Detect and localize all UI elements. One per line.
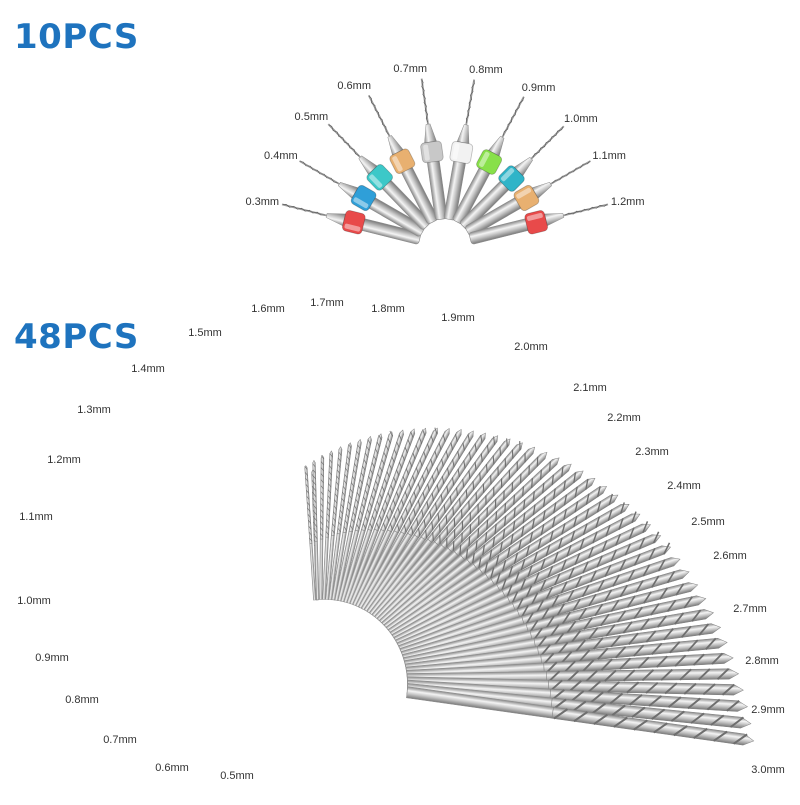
bottom-bit-size-label: 2.6mm <box>713 550 747 562</box>
bottom-drill-bit <box>322 450 334 600</box>
bottom-bit-size-label: 1.2mm <box>47 454 81 466</box>
bottom-bit-size-label: 1.0mm <box>17 595 51 607</box>
top-bit-size-label: 1.1mm <box>592 150 626 162</box>
bottom-drill-bit <box>378 457 560 626</box>
top-bit-size-label: 0.8mm <box>469 63 503 76</box>
top-bit-size-label: 0.5mm <box>294 110 329 123</box>
bottom-count-title: 48PCS <box>14 317 139 357</box>
bottom-bit-size-label: 2.2mm <box>607 412 641 424</box>
top-drill-bit <box>469 203 609 245</box>
bottom-bit-fan <box>304 427 755 746</box>
bottom-bit-size-label: 1.3mm <box>77 404 111 416</box>
bottom-bit-size-label: 1.4mm <box>131 363 165 375</box>
bottom-drill-bit <box>328 442 352 601</box>
bottom-drill-bit <box>352 427 438 607</box>
bottom-drill-bit <box>304 465 317 601</box>
top-count-title: 10PCS <box>14 17 139 57</box>
bottom-drill-bit <box>337 433 383 602</box>
bottom-bit-size-label: 0.8mm <box>65 694 99 706</box>
top-bit-size-label: 0.9mm <box>521 81 556 94</box>
bottom-drill-bit <box>376 451 548 624</box>
top-bit-size-label: 1.0mm <box>564 113 598 126</box>
bottom-bit-size-label: 2.9mm <box>751 704 785 716</box>
top-bit-size-label: 0.6mm <box>337 80 371 93</box>
top-drill-bit <box>420 78 448 220</box>
bottom-drill-bit <box>371 441 523 619</box>
bottom-bit-size-label: 2.4mm <box>667 480 701 492</box>
bottom-bit-size-label: 1.5mm <box>188 327 222 339</box>
bottom-drill-bit <box>374 446 536 621</box>
bottom-bit-size-label: 0.7mm <box>103 734 137 746</box>
top-drill-bit <box>327 123 431 230</box>
bottom-bit-size-label: 1.6mm <box>251 303 285 315</box>
bottom-drill-bit <box>331 438 362 601</box>
bottom-bit-size-label: 2.1mm <box>573 382 607 394</box>
bottom-drill-bit <box>312 459 320 600</box>
bottom-bit-size-label: 1.8mm <box>371 303 405 315</box>
bottom-bit-size-label: 1.9mm <box>441 312 475 324</box>
top-bit-size-label: 0.4mm <box>264 150 298 162</box>
bottom-bit-size-label: 1.1mm <box>19 511 53 523</box>
bottom-drill-bit <box>355 428 450 609</box>
bottom-bit-size-label: 2.0mm <box>514 341 548 353</box>
bottom-drill-bit <box>349 427 427 606</box>
top-drill-bit <box>465 160 591 237</box>
bottom-bit-size-label: 2.8mm <box>745 655 779 667</box>
bottom-bit-size-label: 0.6mm <box>155 762 189 774</box>
bottom-drill-bit <box>360 430 474 612</box>
bottom-drill-bit <box>334 435 372 602</box>
bottom-drill-bit <box>363 432 486 613</box>
top-drill-bit <box>452 96 525 225</box>
top-bit-size-label: 0.7mm <box>393 62 428 75</box>
top-bit-size-label: 0.3mm <box>245 195 280 208</box>
bottom-bit-size-label: 2.3mm <box>635 446 669 458</box>
top-drill-bit <box>443 79 476 221</box>
bottom-drill-bit <box>406 686 755 746</box>
top-drill-bit <box>299 160 425 237</box>
top-drill-bit <box>367 94 438 224</box>
bottom-bit-size-label: 2.5mm <box>691 516 725 528</box>
bottom-bit-size-label: 0.5mm <box>220 770 254 782</box>
top-drill-bit <box>281 203 421 245</box>
bottom-bit-size-label: 0.9mm <box>35 652 69 664</box>
bottom-drill-bit <box>357 428 462 610</box>
bottom-bit-size-label: 1.7mm <box>310 297 344 309</box>
top-bit-fan <box>281 78 609 245</box>
top-drill-bit <box>460 125 565 230</box>
bottom-drill-bit <box>325 446 343 600</box>
bottom-drill-bit <box>340 430 394 603</box>
bottom-drill-bit <box>343 429 404 604</box>
bottom-bit-size-label: 2.7mm <box>733 603 767 615</box>
top-bit-size-label: 1.2mm <box>610 195 645 208</box>
bottom-bit-size-label: 3.0mm <box>751 764 785 776</box>
bottom-drill-bit <box>319 454 325 600</box>
